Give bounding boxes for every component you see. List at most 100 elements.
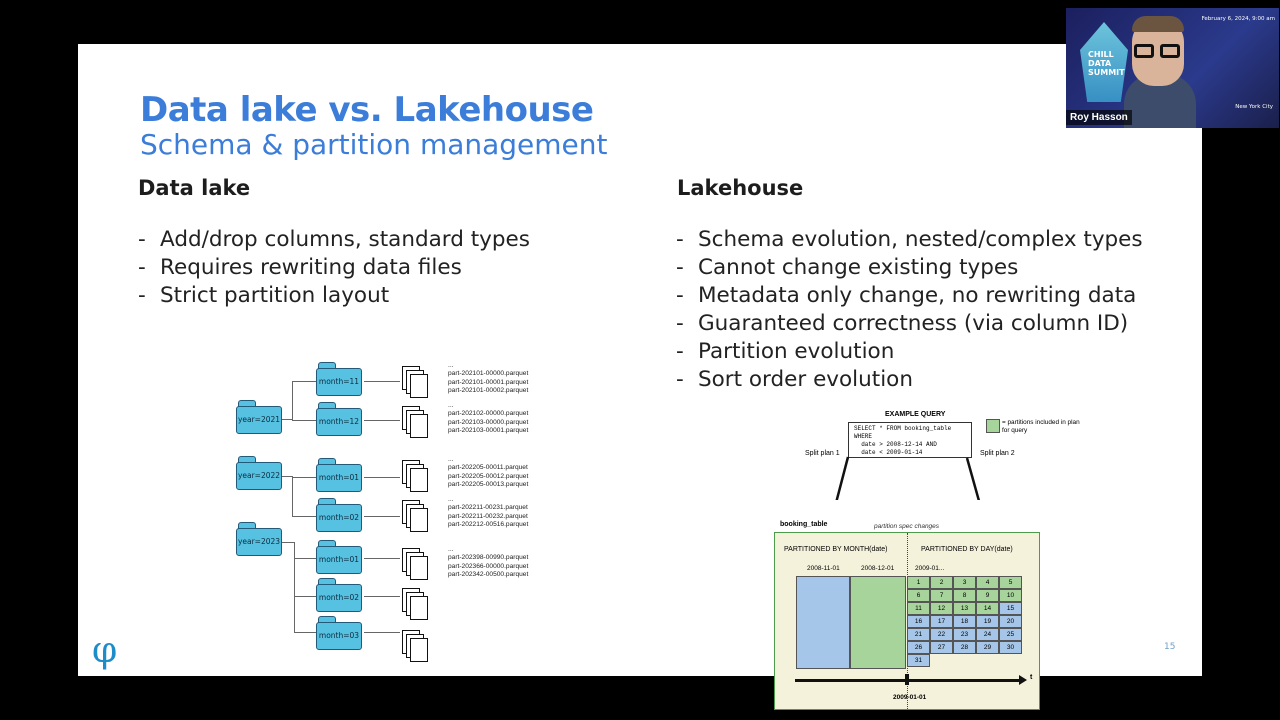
day-partition-cell: 3 [953, 576, 976, 589]
folder-icon: month=01 [316, 458, 362, 492]
booking-table-box: PARTITIONED BY MONTH(date) PARTITIONED B… [774, 532, 1040, 710]
event-name: CHILL DATA SUMMIT [1088, 50, 1125, 77]
slide-title: Data lake vs. Lakehouse [140, 90, 594, 130]
day-partition-cell: 6 [907, 589, 930, 602]
event-city: New York City [1235, 104, 1273, 110]
day-partition-cell: 28 [953, 641, 976, 654]
partition-2008-11 [796, 576, 850, 669]
day-partition-cell: 22 [930, 628, 953, 641]
query-heading: EXAMPLE QUERY [885, 411, 946, 418]
month-partition-label: PARTITIONED BY MONTH(date) [784, 546, 888, 553]
bullet: Sort order evolution [676, 366, 1143, 394]
event-date: February 6, 2024, 9:00 am [1201, 16, 1275, 22]
month-col-label: 2008-11-01 [807, 565, 840, 572]
day-partition-cell: 21 [907, 628, 930, 641]
day-partition-cell: 30 [999, 641, 1022, 654]
day-partition-cell: 16 [907, 615, 930, 628]
day-partition-cell: 10 [999, 589, 1022, 602]
bullet: Metadata only change, no rewriting data [676, 282, 1143, 310]
legend-label: = partitions included in plan for query [1002, 419, 1080, 434]
folder-icon: month=02 [316, 498, 362, 532]
day-partition-cell: 7 [930, 589, 953, 602]
lakehouse-bullets: Schema evolution, nested/complex types C… [676, 226, 1143, 394]
day-partition-label: PARTITIONED BY DAY(date) [921, 546, 1013, 553]
day-col-label: 2009-01... [915, 565, 945, 572]
file-stack-icon [402, 500, 428, 532]
speaker-name: Roy Hasson [1066, 110, 1132, 125]
lakehouse-heading: Lakehouse [677, 176, 804, 200]
file-stack-icon [402, 630, 428, 662]
partition-2008-12 [850, 576, 906, 669]
folder-icon: month=12 [316, 402, 362, 436]
speaker [1118, 14, 1198, 128]
data-lake-heading: Data lake [138, 176, 251, 200]
file-stack-icon [402, 588, 428, 620]
day-partition-cell: 31 [907, 654, 930, 667]
folder-icon: month=02 [316, 578, 362, 612]
day-partition-cell: 17 [930, 615, 953, 628]
axis-arrow-icon [1019, 675, 1027, 685]
day-partition-cell: 23 [953, 628, 976, 641]
day-partition-cell: 11 [907, 602, 930, 615]
day-partition-cell: 20 [999, 615, 1022, 628]
day-partition-cell: 27 [930, 641, 953, 654]
day-partition-cell: 13 [953, 602, 976, 615]
legend-swatch [986, 419, 1000, 433]
day-partition-cell: 15 [999, 602, 1022, 615]
logo-icon: φ [92, 630, 118, 671]
day-partition-cell: 4 [976, 576, 999, 589]
day-partition-cell: 14 [976, 602, 999, 615]
split-plan-1: Split plan 1 [805, 450, 840, 457]
axis-end-label: t [1030, 674, 1033, 681]
bullet: Partition evolution [676, 338, 1143, 366]
day-partition-cell: 18 [953, 615, 976, 628]
folder-icon: year=2021 [236, 400, 282, 434]
partition-evolution-diagram: EXAMPLE QUERY SELECT * FROM booking_tabl… [774, 410, 1104, 710]
file-stack-icon [402, 548, 428, 580]
axis-tick [905, 674, 909, 685]
bullet: Cannot change existing types [676, 254, 1143, 282]
day-partition-cell: 1 [907, 576, 930, 589]
day-partition-cell: 5 [999, 576, 1022, 589]
slide-subtitle: Schema & partition management [140, 128, 608, 161]
axis-date-label: 2009-01-01 [893, 694, 927, 701]
spec-change-label: partition spec changes [874, 523, 940, 530]
folder-icon: month=03 [316, 616, 362, 650]
file-stack-icon [402, 406, 428, 438]
slide: Data lake vs. Lakehouse Schema & partiti… [78, 44, 1202, 710]
folder-icon: month=11 [316, 362, 362, 396]
day-partition-cell: 26 [907, 641, 930, 654]
bullet: Add/drop columns, standard types [138, 226, 530, 254]
day-partition-cell: 25 [999, 628, 1022, 641]
folder-icon: year=2023 [236, 522, 282, 556]
day-partition-cell: 24 [976, 628, 999, 641]
month-col-label: 2008-12-01 [861, 565, 895, 572]
page-number: 15 [1164, 642, 1176, 652]
webcam-video: CHILL DATA SUMMIT February 6, 2024, 9:00… [1066, 8, 1279, 128]
day-partition-cell: 8 [953, 589, 976, 602]
day-partition-cell: 19 [976, 615, 999, 628]
day-partition-cell: 9 [976, 589, 999, 602]
day-partition-cell: 29 [976, 641, 999, 654]
file-stack-icon [402, 366, 428, 398]
bullet: Guaranteed correctness (via column ID) [676, 310, 1143, 338]
file-stack-icon [402, 460, 428, 492]
folder-icon: month=01 [316, 540, 362, 574]
day-partition-cell: 2 [930, 576, 953, 589]
bullet: Strict partition layout [138, 282, 530, 310]
split-plan-2: Split plan 2 [980, 450, 1015, 457]
data-lake-bullets: Add/drop columns, standard types Require… [138, 226, 530, 310]
bullet: Schema evolution, nested/complex types [676, 226, 1143, 254]
split-arrows [835, 456, 981, 500]
folder-icon: year=2022 [236, 456, 282, 490]
day-partition-cell: 12 [930, 602, 953, 615]
bullet: Requires rewriting data files [138, 254, 530, 282]
folder-partition-diagram: year=2021 year=2022 year=2023 month=11 m… [236, 356, 636, 671]
